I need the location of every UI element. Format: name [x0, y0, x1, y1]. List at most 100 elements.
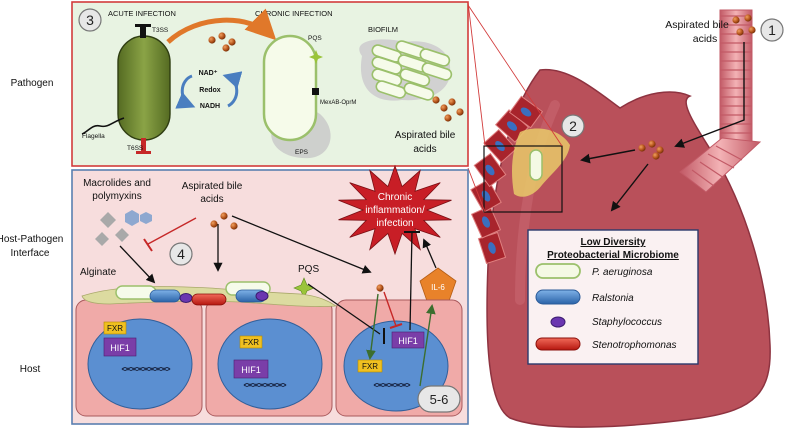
bile-acid-dot [652, 152, 660, 160]
epithelial-cell [508, 95, 544, 129]
bile-acid-dot [748, 26, 756, 34]
bile-acid-dot [432, 96, 440, 104]
inflammation-label-line3: infection [376, 218, 413, 229]
bile-acid-dot [220, 212, 228, 220]
pathogen-panel: 3 ACUTE INFECTION CHRONIC INFECTION BIOF… [71, 1, 469, 167]
hif1-box-3 [391, 331, 425, 349]
interface-pqs-label: PQS [298, 264, 319, 275]
hif1-box-2 [233, 359, 269, 379]
hif1-box-1 [103, 337, 137, 357]
fxr-label-1: FXR [107, 324, 123, 333]
t6ss-label: T6SS [127, 145, 144, 152]
bile-acid-dot [230, 222, 238, 230]
nucleus-2 [217, 318, 323, 410]
steno-bacterium [191, 293, 227, 306]
bile-acid-particles [208, 14, 756, 292]
fxr-box-3 [357, 359, 383, 373]
legend-item-steno: Stenotrophomonas [592, 340, 677, 351]
legend-pa-swatch [535, 263, 581, 279]
inflammation-label-line1: Chronic [378, 192, 412, 203]
step-5-6-label: 5-6 [430, 392, 449, 407]
ralstonia-bacterium-1 [149, 289, 181, 303]
step-1-label: 1 [768, 22, 776, 38]
antibiotic-molecules [95, 210, 152, 246]
interface-arrows [119, 215, 437, 387]
flagella-label: Flagella [82, 133, 105, 140]
dna-helix [243, 383, 287, 387]
step-3-label: 3 [86, 12, 94, 28]
il6-label: IL-6 [431, 283, 445, 292]
biofilm-bacterium [403, 82, 435, 101]
nadh-label: NADH [200, 103, 220, 110]
bile-acid-dot [208, 36, 216, 44]
lung-arrows [580, 42, 745, 212]
step-2-label: 2 [569, 118, 577, 134]
interface-bile-label-line2: acids [200, 194, 223, 205]
bile-acid-dot [448, 98, 456, 106]
interface-bile-label-line1: Aspirated bile [182, 181, 243, 192]
pqs-inhibit-line [307, 283, 381, 335]
staph-bacterium-1 [179, 293, 193, 303]
row-label-interface-line1: Host-Pathogen [0, 234, 63, 245]
pqs-star-small [309, 50, 323, 64]
biofilm-bacterium [419, 48, 451, 67]
bile-acid-dot [444, 114, 452, 122]
bile-acid-dot [744, 14, 752, 22]
redox-arrow-right [222, 71, 243, 108]
microbiome-legend: Low Diversity Proteobacterial Microbiome… [527, 229, 699, 365]
biofilm-bacterium [375, 80, 407, 99]
biofilm-title: BIOFILM [368, 25, 398, 34]
lung-bile-label-line1: Aspirated bile [665, 19, 729, 31]
dna-helix [121, 367, 171, 371]
zoom-lines [467, 1, 563, 213]
redox-arrow-left [175, 74, 196, 109]
step-3-badge [78, 8, 102, 32]
inflammation-starburst [338, 164, 452, 256]
acute-to-chronic-arrow [166, 8, 277, 44]
bile-acid-dot [440, 104, 448, 112]
inflammation-label-line2: inflammation/ [365, 205, 425, 216]
bile-acid-dot [638, 144, 646, 152]
pa-in-airway [529, 149, 543, 181]
step-4-badge [169, 242, 193, 266]
legend-title-line1: Low Diversity [580, 237, 645, 248]
epithelial-nucleus [488, 242, 496, 254]
epithelial-nucleus [481, 216, 491, 228]
redox-label: Redox [199, 87, 221, 94]
mexab-pump [312, 88, 319, 95]
bile-acid-dot [732, 16, 740, 24]
epithelial-nucleus [506, 121, 518, 131]
trachea [679, 9, 762, 193]
alginate-label: Alginate [80, 267, 117, 278]
fxr-box-2 [239, 335, 263, 349]
bile-acid-dot [218, 32, 226, 40]
acute-pa-cell [117, 35, 171, 141]
dna-helix [373, 383, 411, 387]
bile-inhibit-bar [143, 238, 153, 252]
step-1-badge: 1 [760, 18, 784, 42]
biofilm-cells [371, 40, 453, 101]
epithelial-cell [470, 205, 502, 239]
bile-inhibit-line [147, 217, 197, 245]
lung-highlight [515, 100, 560, 305]
lung-bile-label-line2: acids [693, 33, 718, 45]
bile-acid-dot [456, 108, 464, 116]
epithelial-nucleus [485, 164, 495, 176]
legend-item-pa: P. aeruginosa [592, 267, 653, 278]
staph-bacterium-2 [255, 291, 269, 301]
bile-acid-dot [656, 146, 664, 154]
legend-staph-swatch [550, 316, 566, 328]
t3ss-label: T3SS [152, 27, 169, 34]
legend-title-line2: Proteobacterial Microbiome [547, 250, 679, 261]
legend-item-ralstonia: Ralstonia [592, 293, 634, 304]
t3ss-apparatus [135, 24, 151, 38]
bile-acid-dot [228, 38, 236, 46]
airway-epithelium [470, 95, 544, 265]
bile-acid-dot [648, 140, 656, 148]
mexab-label: MexAB-OprM [320, 100, 356, 106]
legend-steno-swatch [535, 337, 581, 351]
chronic-infection-title: CHRONIC INFECTION [255, 9, 333, 18]
bile-acid-dot [376, 284, 384, 292]
biofilm-bacterium [399, 68, 431, 87]
macrolides-label-line1: Macrolides and [83, 178, 151, 189]
